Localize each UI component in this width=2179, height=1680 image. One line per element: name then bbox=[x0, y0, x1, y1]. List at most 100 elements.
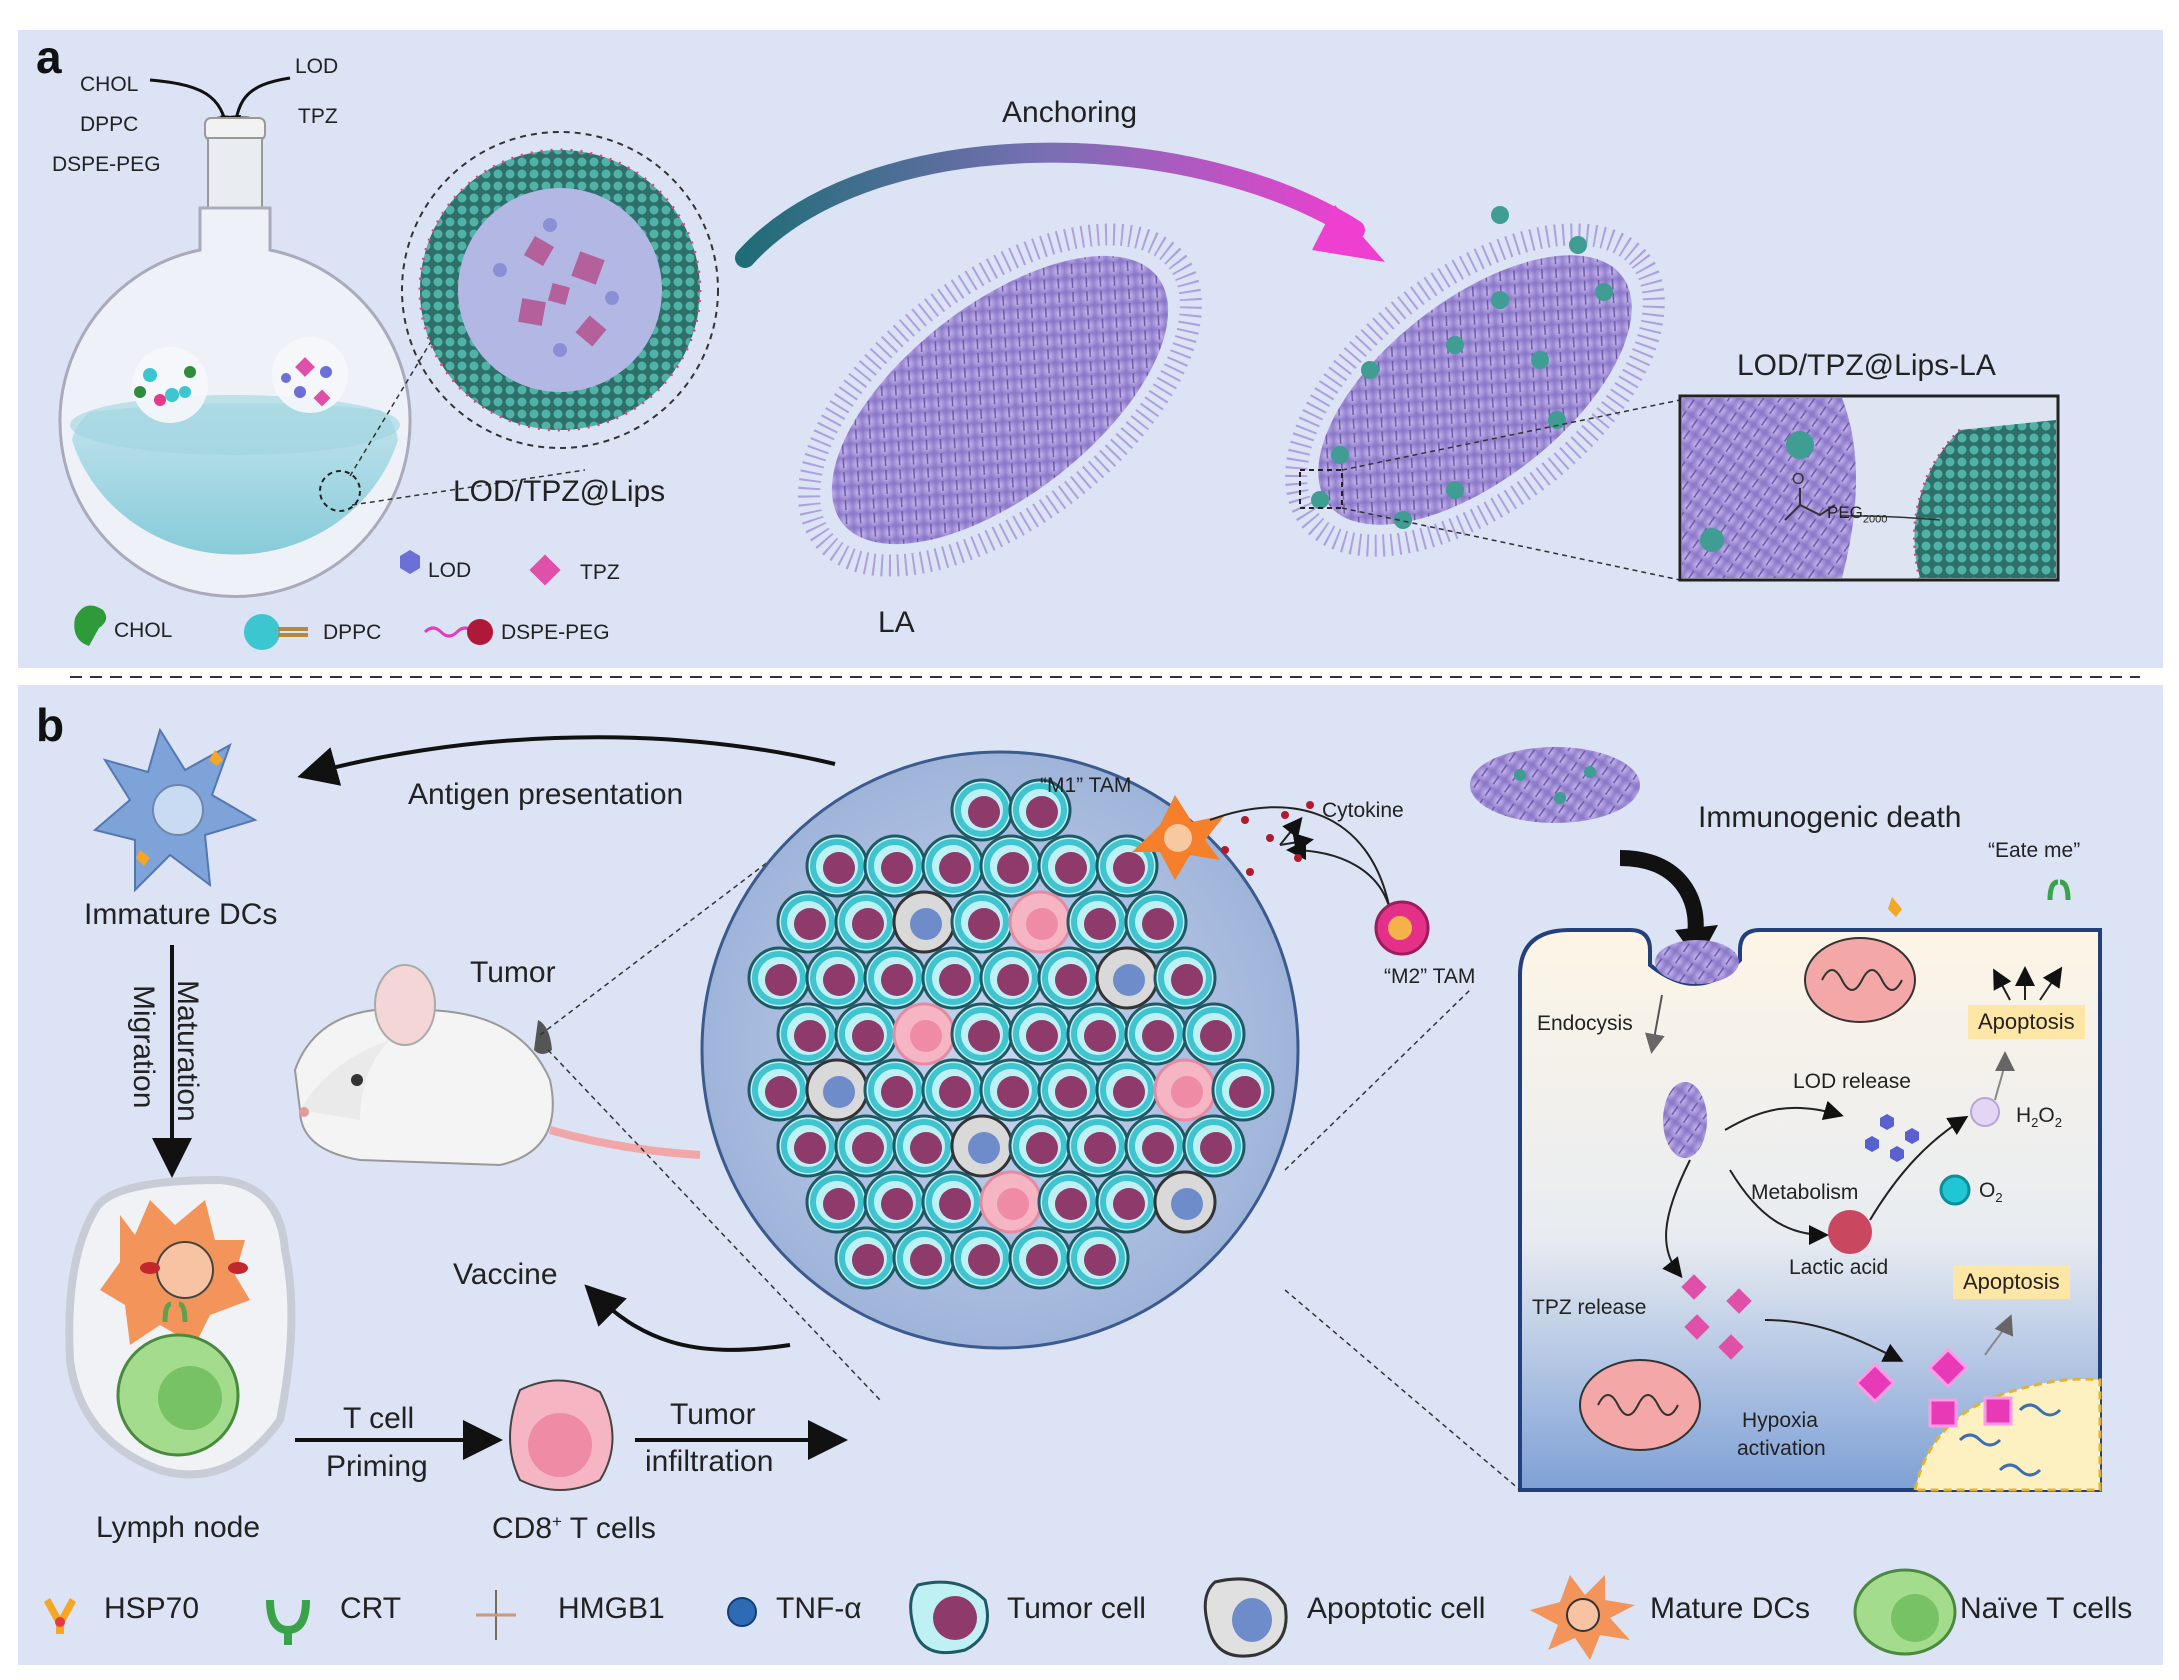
t-cell-label: T cell bbox=[343, 1402, 415, 1435]
apoptosis-box-1: Apoptosis bbox=[1968, 1005, 2085, 1039]
tumor-cell bbox=[776, 1002, 840, 1066]
anchoring-inset: O bbox=[1678, 394, 2060, 582]
tumor-cell bbox=[863, 946, 927, 1010]
tumor-cell bbox=[892, 1226, 956, 1290]
flask-input-dspe-peg: DSPE-PEG bbox=[52, 153, 161, 176]
lod-legend-icon bbox=[400, 550, 420, 574]
tumor-cell bbox=[1211, 1058, 1275, 1122]
tumor-cell bbox=[747, 946, 811, 1010]
apoptotic-cell-icon bbox=[1203, 1577, 1288, 1658]
m2-tam-label: “M2” TAM bbox=[1384, 965, 1476, 988]
complex-label: LOD/TPZ@Lips-LA bbox=[1737, 349, 1996, 382]
lactic-acid-label: Lactic acid bbox=[1789, 1256, 1889, 1279]
flask-input-chol: CHOL bbox=[80, 73, 139, 96]
legend-dspe-label: DSPE-PEG bbox=[501, 621, 610, 644]
tumor-cell bbox=[834, 1002, 898, 1066]
flask-input-dppc: DPPC bbox=[80, 113, 139, 136]
tumor-cell bbox=[979, 834, 1043, 898]
apoptotic-cell bbox=[1095, 946, 1159, 1010]
tumor-cell bbox=[834, 1114, 898, 1178]
tumor-cell bbox=[1037, 1058, 1101, 1122]
tumor-cell bbox=[747, 1058, 811, 1122]
o2-label: O2 bbox=[1979, 1179, 2003, 1206]
legend-dppc-label: DPPC bbox=[323, 621, 382, 644]
tumor-cell bbox=[1066, 1226, 1130, 1290]
tumor-cell bbox=[1153, 946, 1217, 1010]
eat-me-label: “Eate me” bbox=[1988, 839, 2081, 862]
tumor-cell bbox=[892, 1114, 956, 1178]
tumor-cell bbox=[834, 1226, 898, 1290]
cd8-t-cell bbox=[509, 1379, 614, 1491]
legend-naive-t-cells-label: Naïve T cells bbox=[1960, 1592, 2133, 1625]
tumor-cell bbox=[1008, 1114, 1072, 1178]
dspe-peg-legend-icon bbox=[423, 619, 493, 645]
m2-tam bbox=[1374, 900, 1430, 956]
cytokines bbox=[1221, 801, 1314, 876]
apoptotic-cell bbox=[892, 890, 956, 954]
tumor-cell bbox=[1037, 834, 1101, 898]
hypoxia-label-2: activation bbox=[1737, 1437, 1826, 1460]
tumor-cell bbox=[1124, 890, 1188, 954]
legend-tumor-cell-label: Tumor cell bbox=[1007, 1592, 1146, 1625]
tumor-cell bbox=[1037, 1170, 1101, 1234]
tumor-cell bbox=[863, 1058, 927, 1122]
lips-label: LOD/TPZ@Lips bbox=[453, 475, 666, 508]
panel-b-letter: b bbox=[36, 699, 65, 751]
tumor-label: Tumor bbox=[470, 956, 556, 989]
tumor-cell-interior bbox=[1518, 879, 2102, 1492]
tnf-alpha-icon bbox=[727, 1597, 757, 1627]
liposome-zoom bbox=[401, 131, 719, 449]
naive-t-cell-icon bbox=[1853, 1568, 1957, 1656]
tumor-cell bbox=[776, 890, 840, 954]
immune-cell bbox=[1153, 1058, 1217, 1122]
antigen-presentation-label: Antigen presentation bbox=[408, 778, 684, 811]
legend-lod-label: LOD bbox=[428, 559, 472, 582]
tpz-release-label: TPZ release bbox=[1532, 1296, 1647, 1319]
tumor-cell bbox=[805, 834, 869, 898]
flask-input-tpz: TPZ bbox=[298, 105, 338, 128]
endocysis-label: Endocysis bbox=[1537, 1012, 1633, 1035]
immature-dcs-label: Immature DCs bbox=[84, 898, 278, 931]
m1-tam bbox=[1132, 795, 1225, 880]
chol-legend-icon bbox=[74, 605, 107, 646]
tumor-cell bbox=[979, 946, 1043, 1010]
tumor-cell bbox=[805, 946, 869, 1010]
hmgb1-icon bbox=[476, 1590, 516, 1640]
tumor-cell bbox=[1037, 946, 1101, 1010]
tumor-cell bbox=[950, 1002, 1014, 1066]
tumor-cell bbox=[1182, 1114, 1246, 1178]
panel-a-letter: a bbox=[36, 31, 62, 83]
tumor-cell bbox=[834, 890, 898, 954]
mouse bbox=[293, 964, 701, 1167]
m1-tam-label: “M1” TAM bbox=[1040, 774, 1132, 797]
hsp70-icon bbox=[44, 1598, 76, 1634]
tumor-cell bbox=[1124, 1002, 1188, 1066]
legend-tpz-label: TPZ bbox=[580, 561, 620, 584]
tumor-cell bbox=[1008, 1002, 1072, 1066]
mature-dc-icon bbox=[1530, 1575, 1635, 1660]
tumor-cell bbox=[863, 1170, 927, 1234]
tumor-cell bbox=[921, 1170, 985, 1234]
lod-release-label: LOD release bbox=[1793, 1070, 1911, 1093]
apoptotic-cell bbox=[805, 1058, 869, 1122]
legend-crt-label: CRT bbox=[340, 1592, 402, 1625]
vaccine-arrow bbox=[584, 1284, 791, 1352]
legend-apoptotic-cell-label: Apoptotic cell bbox=[1307, 1592, 1486, 1625]
immune-cell bbox=[1008, 890, 1072, 954]
tumor-cell bbox=[950, 778, 1014, 842]
tumor-infiltration-label-2: infiltration bbox=[645, 1445, 774, 1478]
maturation-label: Maturation bbox=[171, 980, 204, 1122]
tumor-cell bbox=[1095, 1170, 1159, 1234]
anchoring-label: Anchoring bbox=[1002, 96, 1138, 129]
immunogenic-death-label: Immunogenic death bbox=[1698, 801, 1962, 834]
lymph-node-label: Lymph node bbox=[96, 1511, 261, 1544]
tumor-cell bbox=[863, 834, 927, 898]
h2o2-label: H2O2 bbox=[2016, 1104, 2062, 1131]
tumor-cell bbox=[805, 1170, 869, 1234]
tumor-cell bbox=[1066, 1002, 1130, 1066]
peg-label: PEG2000 bbox=[1827, 503, 1888, 526]
tumor-cell bbox=[921, 946, 985, 1010]
legend-tnf-label: TNF-α bbox=[776, 1592, 862, 1625]
tumor-cell bbox=[1182, 1002, 1246, 1066]
